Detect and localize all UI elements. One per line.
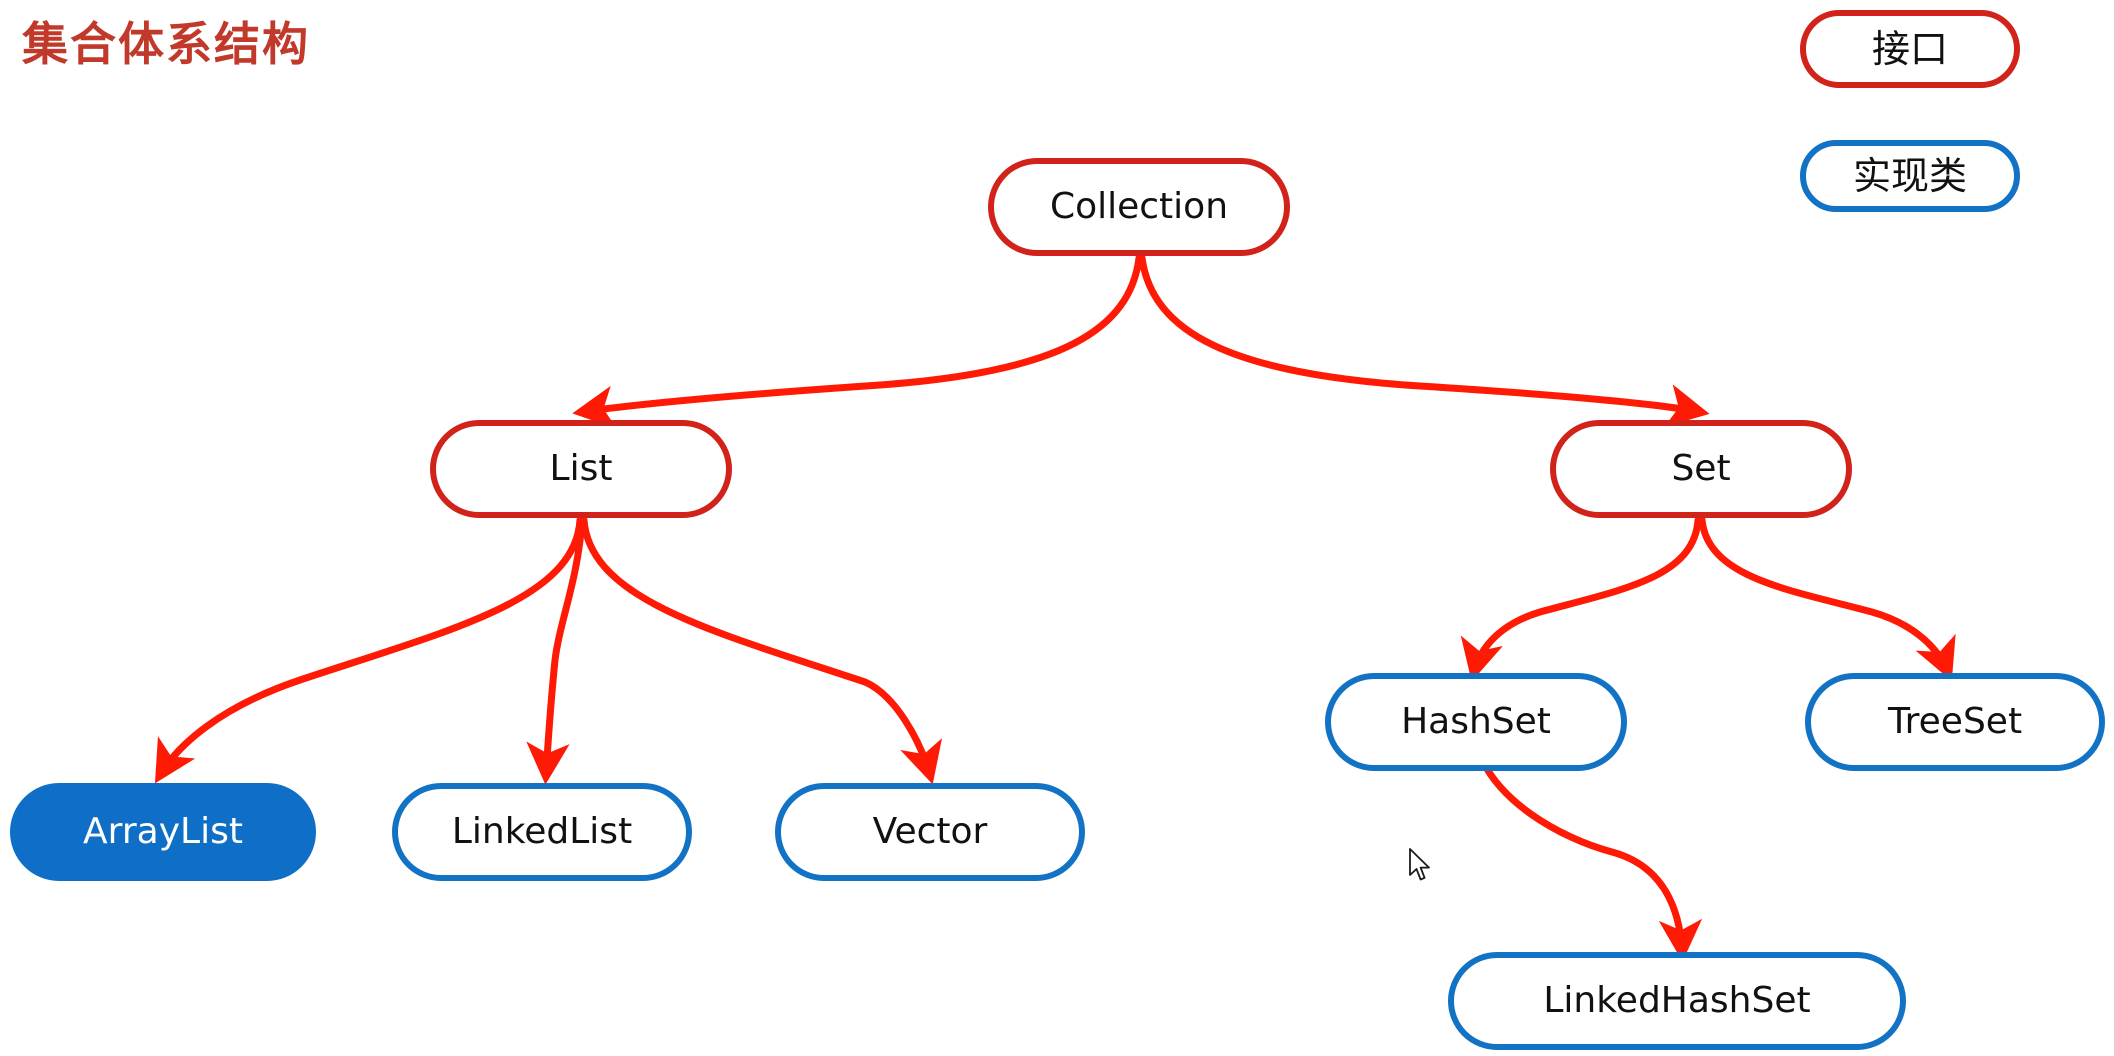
node-hashset[interactable]: HashSet xyxy=(1325,673,1627,771)
node-arraylist[interactable]: ArrayList xyxy=(10,783,316,881)
edge-collection-to-set xyxy=(1138,254,1710,427)
node-set-label: Set xyxy=(1671,448,1731,489)
edge-collection-to-list xyxy=(572,254,1143,429)
node-collection-label: Collection xyxy=(1049,186,1229,227)
node-linkedlist-label: LinkedList xyxy=(451,811,633,852)
page-title: 集合体系结构 xyxy=(22,17,310,71)
legend-item-implementation[interactable]: 实现类 xyxy=(1800,140,2020,212)
node-vector-label: Vector xyxy=(872,811,988,852)
node-list[interactable]: List xyxy=(430,420,732,518)
node-treeset[interactable]: TreeSet xyxy=(1805,673,2105,771)
node-set[interactable]: Set xyxy=(1550,420,1852,518)
legend-interface-label: 接口 xyxy=(1871,27,1948,71)
edge-list-to-linkedlist xyxy=(526,516,586,785)
node-collection[interactable]: Collection xyxy=(988,158,1290,256)
node-list-label: List xyxy=(549,448,613,489)
node-linkedhashset[interactable]: LinkedHashSet xyxy=(1448,952,1906,1050)
node-linkedlist[interactable]: LinkedList xyxy=(392,783,692,881)
node-treeset-label: TreeSet xyxy=(1887,701,2023,742)
edge-hashset-to-linkedhashset xyxy=(1472,740,1703,962)
mouse-cursor-icon xyxy=(1409,848,1430,881)
node-arraylist-label: ArrayList xyxy=(83,811,243,852)
edge-list-to-vector xyxy=(580,516,943,785)
node-linkedhashset-label: LinkedHashSet xyxy=(1543,980,1811,1021)
node-vector[interactable]: Vector xyxy=(775,783,1085,881)
edge-set-to-treeset xyxy=(1698,516,1956,682)
node-hashset-label: HashSet xyxy=(1401,701,1551,742)
legend-item-interface[interactable]: 接口 xyxy=(1800,10,2020,88)
edge-list-to-arraylist xyxy=(154,516,584,784)
edge-set-to-hashset xyxy=(1460,516,1702,682)
legend-implementation-label: 实现类 xyxy=(1852,154,1967,198)
